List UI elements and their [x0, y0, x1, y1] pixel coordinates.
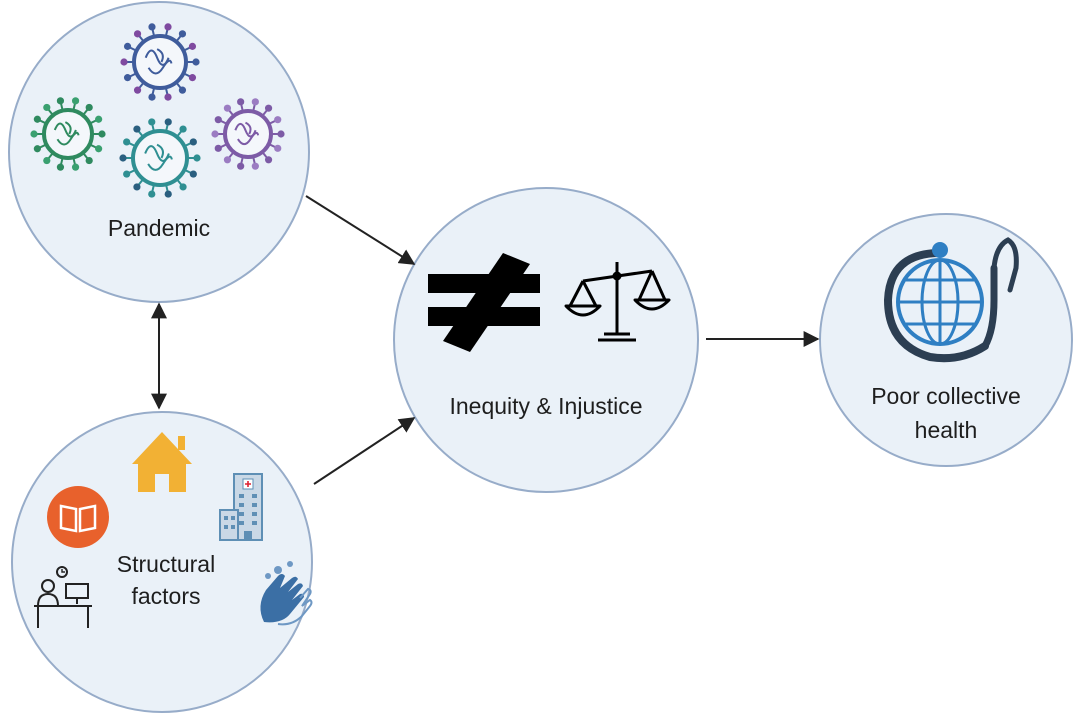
office-worker-icon — [34, 566, 92, 628]
inequity-circle — [393, 187, 699, 493]
pandemic-label: Pandemic — [108, 215, 210, 241]
health-label-line2: health — [915, 417, 978, 443]
health-label-line1: Poor collective — [871, 383, 1021, 409]
edge-structural-to-inequity — [313, 417, 416, 485]
structural-label-line1: Structural — [117, 551, 215, 577]
hospital-icon — [219, 473, 263, 541]
house-icon — [132, 432, 192, 492]
scales-icon — [564, 262, 671, 342]
virus-icon — [120, 23, 200, 101]
virus-icon — [211, 98, 285, 170]
globe-stethoscope-icon — [883, 237, 1019, 363]
structural-label-line2: factors — [131, 583, 200, 609]
inequity-label: Inequity & Injustice — [449, 393, 642, 419]
book-icon — [47, 486, 109, 548]
virus-icon — [119, 118, 201, 198]
handwashing-icon — [260, 561, 313, 626]
virus-icon — [30, 97, 106, 171]
edge-pandemic-to-inequity — [305, 195, 416, 265]
not-equal-icon — [428, 253, 540, 352]
